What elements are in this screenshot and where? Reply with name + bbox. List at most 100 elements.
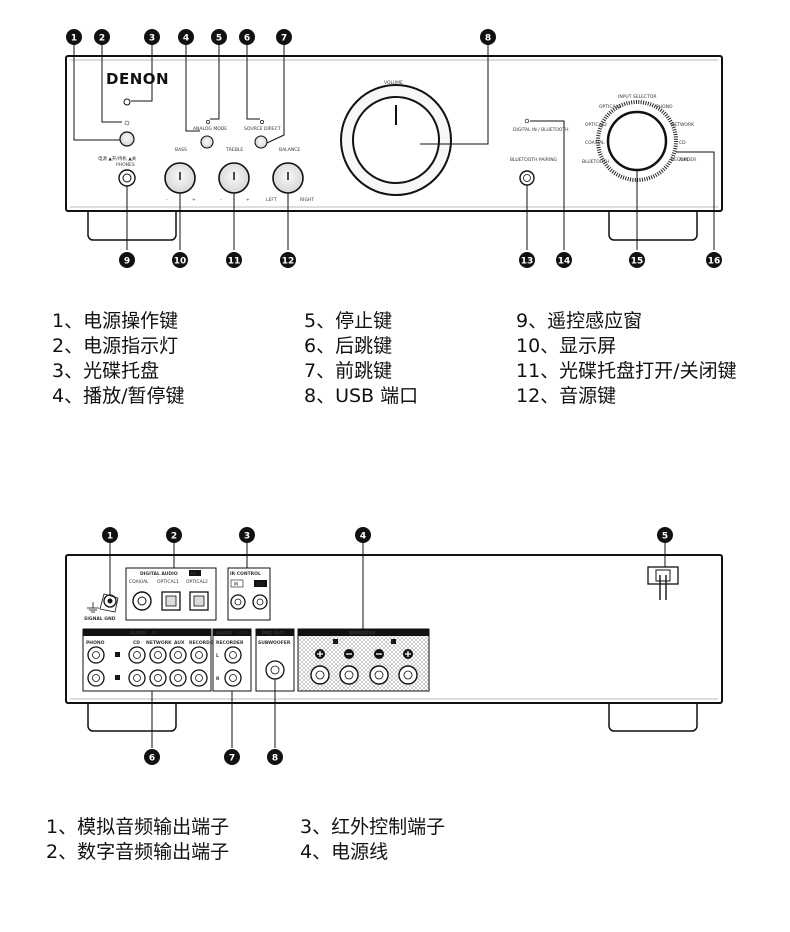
front-callout-11: 11 <box>226 252 242 268</box>
treble-label: TREBLE <box>225 147 243 153</box>
svg-text:8: 8 <box>272 754 278 764</box>
audio-out-label: AUDIO <box>216 631 232 637</box>
front-leader-lines <box>73 44 715 250</box>
recorder-out-label: RECORDER <box>216 640 244 646</box>
source-direct-label: SOURCE DIRECT <box>244 126 281 132</box>
optical1-jack[interactable] <box>161 591 181 611</box>
svg-text:14: 14 <box>558 257 571 267</box>
front-callout-7: 7 <box>276 29 292 45</box>
front-legend-col-2: 5、停止键 6、后跳键 7、前跳键 8、USB 端口 <box>304 309 418 409</box>
phono-jack-l[interactable] <box>87 646 105 664</box>
rear-callout-1: 1 <box>102 527 118 543</box>
svg-text:5: 5 <box>662 532 668 542</box>
phono-ch-l: L <box>116 652 119 658</box>
digital-in-indicator <box>524 118 530 124</box>
network-jack-l[interactable] <box>149 646 167 664</box>
ir-in-jack[interactable] <box>230 594 246 610</box>
svg-text:4: 4 <box>360 532 366 542</box>
rear-callout-6: 6 <box>144 749 160 765</box>
recorder-in-jack-l[interactable] <box>190 646 208 664</box>
balance-right: RIGHT <box>300 197 314 203</box>
sel-coaxial: COAXIAL <box>585 140 605 146</box>
front-callout-6: 6 <box>239 29 255 45</box>
aux-label: AUX <box>174 640 185 646</box>
source-direct-indicator <box>260 120 264 124</box>
bass-plus: + <box>192 197 196 203</box>
network-jack-r[interactable] <box>149 669 167 687</box>
front-callout-10: 10 <box>172 252 188 268</box>
audio-out-badge: OUT <box>238 631 248 637</box>
audio-in-box <box>82 628 212 692</box>
sel-network: NETWORK <box>671 122 695 128</box>
svg-text:6: 6 <box>149 754 155 764</box>
svg-text:8: 8 <box>485 34 491 44</box>
digital-in-label: DIGITAL IN / BLUETOOTH <box>513 127 569 133</box>
svg-text:16: 16 <box>708 257 721 267</box>
front-legend-item: 3、光碟托盘 <box>52 360 160 382</box>
sel-optical1: OPTICAL1 <box>599 104 621 110</box>
ir-out-label: OUT <box>256 582 266 588</box>
recorder-out-jack-l[interactable] <box>224 646 242 664</box>
power-button[interactable] <box>119 131 135 147</box>
front-callout-16: 16 <box>706 252 722 268</box>
speakers-ch-r: R <box>334 640 337 646</box>
treble-plus: + <box>246 197 250 203</box>
network-label: NETWORK <box>146 640 172 646</box>
rear-callout-3: 3 <box>239 527 255 543</box>
front-callout-14: 14 <box>556 252 572 268</box>
aux-jack-l[interactable] <box>169 646 187 664</box>
subwoofer-jack[interactable] <box>265 660 285 680</box>
optical2-jack[interactable] <box>189 591 209 611</box>
front-legend-item: 5、停止键 <box>304 310 393 332</box>
rear-legend-item: 2、数字音频输出端子 <box>46 841 230 863</box>
ir-control-label: IR CONTROL <box>230 571 261 577</box>
front-callout-8: 8 <box>480 29 496 45</box>
rear-leader-lines <box>109 542 666 748</box>
cd-jack-r[interactable] <box>128 669 146 687</box>
recorder-in-jack-r[interactable] <box>190 669 208 687</box>
svg-text:1: 1 <box>107 532 113 542</box>
front-callout-9: 9 <box>119 252 135 268</box>
coaxial-jack[interactable] <box>132 591 152 611</box>
front-legend-item: 2、电源指示灯 <box>52 335 179 357</box>
svg-text:11: 11 <box>228 257 241 267</box>
cd-label: CD <box>133 640 140 646</box>
analog-mode-button[interactable] <box>200 135 214 149</box>
svg-text:5: 5 <box>216 34 222 44</box>
front-legend-item: 7、前跳键 <box>304 360 393 382</box>
recorder-out-jack-r[interactable] <box>224 669 242 687</box>
ir-in-label: IN <box>234 582 239 588</box>
sel-phono: PHONO <box>656 104 673 110</box>
cd-jack-l[interactable] <box>128 646 146 664</box>
rear-callout-5: 5 <box>657 527 673 543</box>
front-callout-1: 1 <box>66 29 82 45</box>
front-legend-item: 11、光碟托盘打开/关闭键 <box>516 360 737 382</box>
front-legend-item: 1、电源操作键 <box>52 310 179 332</box>
source-direct-button[interactable] <box>254 135 268 149</box>
treble-minus: - <box>220 198 222 203</box>
phono-jack-r[interactable] <box>87 669 105 687</box>
volume-label: VOLUME <box>384 80 403 86</box>
rear-panel: SIGNAL GND DIGITAL AUDIO IN COAXIAL OPTI… <box>65 527 723 765</box>
balance-left: LEFT <box>266 197 277 203</box>
input-selector-knob[interactable] <box>606 110 668 172</box>
bass-minus: - <box>166 198 168 203</box>
front-legend-item: 6、后跳键 <box>304 335 393 357</box>
front-callout-4: 4 <box>178 29 194 45</box>
svg-text:2: 2 <box>171 532 177 542</box>
front-legend-col-3: 9、遥控感应窗 10、显示屏 11、光碟托盘打开/关闭键 12、音源键 <box>516 309 737 409</box>
front-legend-item: 12、音源键 <box>516 385 617 407</box>
aux-jack-r[interactable] <box>169 669 187 687</box>
front-callout-2: 2 <box>94 29 110 45</box>
ir-out-jack[interactable] <box>252 594 268 610</box>
power-label: 电源 ▲开/待机 ▲关 <box>98 155 137 162</box>
front-legend-item: 4、播放/暂停键 <box>52 385 185 407</box>
volume-knob[interactable] <box>352 96 440 184</box>
svg-text:3: 3 <box>149 34 155 44</box>
rear-callout-7: 7 <box>224 749 240 765</box>
speaker-terminal-r-plus[interactable] <box>310 649 330 685</box>
svg-text:3: 3 <box>244 532 250 542</box>
front-callout-5: 5 <box>211 29 227 45</box>
front-legend-item: 10、显示屏 <box>516 335 617 357</box>
